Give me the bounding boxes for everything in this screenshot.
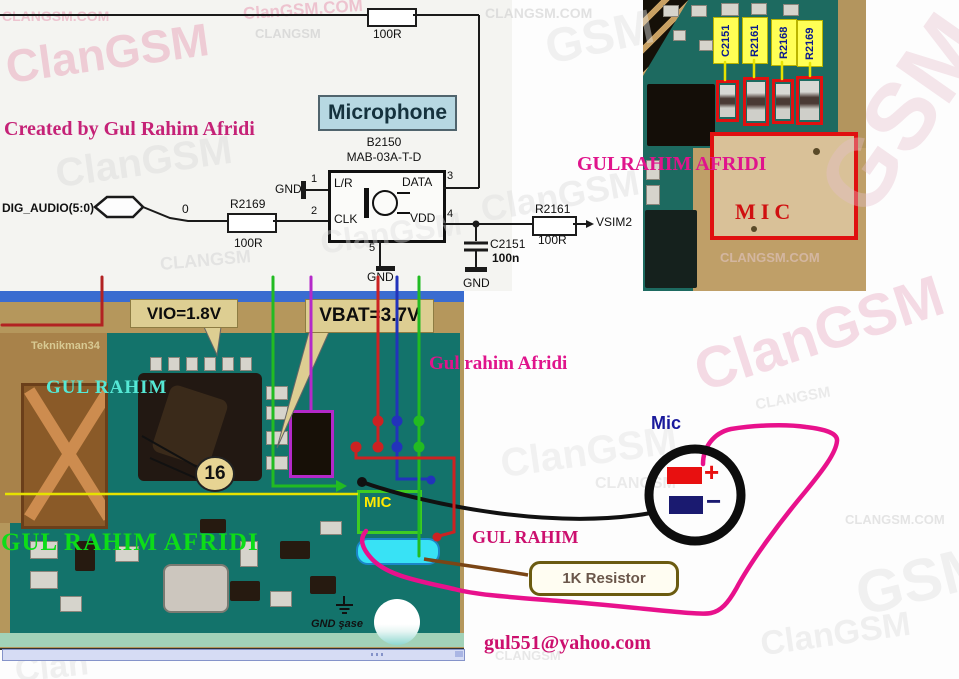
pcb-component: [60, 596, 82, 612]
author-middle: Gul rahim Afridi: [429, 353, 568, 374]
pcb-chip: [647, 84, 715, 146]
teknikman-watermark: Teknikman34: [31, 340, 100, 352]
r2169-ref: R2169: [230, 197, 266, 211]
mic-drawing-label: Mic: [651, 413, 682, 433]
copper-x-pattern: [21, 383, 108, 529]
scrollbar-dots: [371, 653, 385, 656]
mic-minus-sign: −: [706, 486, 722, 516]
pcb-component: [691, 5, 707, 17]
pcb-component: [186, 357, 198, 371]
pin1-number: 1: [311, 173, 318, 185]
pin2-number: 2: [311, 205, 318, 217]
bus-label: DIG_AUDIO(5:0): [2, 201, 95, 215]
pcb-component: [270, 591, 292, 607]
c2151-gnd-label: GND: [463, 276, 490, 290]
c2151-component-box: [716, 80, 739, 122]
label-r2161: R2161: [742, 17, 768, 64]
pcb-component: [222, 357, 234, 371]
pcb-chip: [645, 210, 697, 288]
pcb-component: [699, 40, 713, 51]
pin5-gnd-label: GND: [367, 270, 394, 284]
pcb-bottom-strip: [0, 633, 464, 647]
author-bottom-right: GUL RAHIM: [472, 527, 579, 547]
resistor-note-callout: 1K Resistor: [529, 561, 679, 596]
label-c2151: C2151: [713, 17, 739, 64]
vsim2-label: VSIM2: [596, 215, 633, 229]
pcb-component: [150, 357, 162, 371]
c2151-value: 100n: [492, 251, 520, 265]
scrollbar-end-cap[interactable]: [455, 651, 463, 657]
horizontal-scrollbar[interactable]: [2, 649, 465, 661]
pin1-gnd-label: GND: [275, 182, 302, 196]
vio-callout: VIO=1.8V: [130, 299, 238, 328]
created-by-caption: Created by Gul Rahim Afridi: [4, 118, 255, 140]
author-top-right: GULRAHIM AFRIDI: [577, 153, 767, 175]
mic-pad-hole: [751, 226, 757, 232]
pin3-number: 3: [447, 170, 454, 182]
pcb-component: [310, 576, 336, 594]
pin4-number: 4: [447, 208, 454, 220]
pin16-label: 16: [204, 463, 226, 484]
author-cyan: GUL RAHIM: [46, 377, 168, 398]
resistor-r2169-symbol: [227, 213, 277, 233]
pcb-component: [75, 541, 95, 571]
email-address: gul551@yahoo.com: [484, 632, 651, 654]
pad-vdd-label: VDD: [410, 211, 436, 225]
pcb-component: [646, 160, 660, 180]
label-r2168: R2168: [771, 19, 797, 66]
r2161-ref: R2161: [535, 202, 571, 216]
gnd-chassis-label: GND şase: [311, 618, 363, 630]
pad-data-label: DATA: [402, 175, 433, 189]
pad-clk-label: CLK: [334, 212, 358, 226]
pcb-component: [240, 357, 252, 371]
pcb-component: [115, 546, 139, 562]
r2169-value: 100R: [234, 236, 263, 250]
mic-pad-highlight-box: [710, 132, 858, 240]
pcb-component: [168, 357, 180, 371]
pcb-component: [230, 581, 260, 601]
r2161-value: 100R: [538, 233, 567, 247]
pcb-component: [280, 541, 310, 559]
metal-can-component: [163, 564, 229, 613]
c2151-ref: C2151: [490, 237, 526, 251]
mic-yellow-label: MIC: [364, 494, 392, 511]
ic-part: MAB-03A-T-D: [346, 150, 422, 164]
ic-ref: B2150: [366, 135, 402, 149]
pad-lr-label: L/R: [334, 176, 353, 190]
pcb-blue-edge: [0, 291, 464, 302]
vbat-callout: VBAT=3.7V: [305, 299, 434, 333]
label-r2169: R2169: [797, 20, 823, 67]
pcb-component: [646, 185, 660, 205]
pcb-component: [673, 30, 686, 41]
pcb-component: [204, 357, 216, 371]
mic-plus-sign: +: [704, 457, 720, 487]
mic-pad-label: MIC: [735, 199, 796, 224]
mic-pad-hole: [813, 148, 820, 155]
author-green: GUL RAHIM AFRIDI: [1, 529, 259, 556]
pcb-component: [320, 521, 342, 535]
resistor-r2161-symbol: [532, 216, 577, 236]
pcb-component: [663, 5, 679, 17]
pcb-component: [30, 571, 58, 589]
r2168-ref: R2168: [366, 0, 401, 1]
pcb-component: [721, 3, 739, 16]
pcb-component: [751, 3, 767, 15]
bus-bit-label: 0: [182, 202, 189, 216]
pcb-component: [783, 4, 799, 16]
pcb-component: [200, 519, 226, 533]
pin5-number: 5: [369, 242, 376, 254]
pcb-photo-top-right: [643, 0, 866, 291]
pcb-component: [240, 541, 258, 567]
r2168-value: 100R: [373, 27, 402, 41]
pcb-component: [30, 541, 58, 559]
